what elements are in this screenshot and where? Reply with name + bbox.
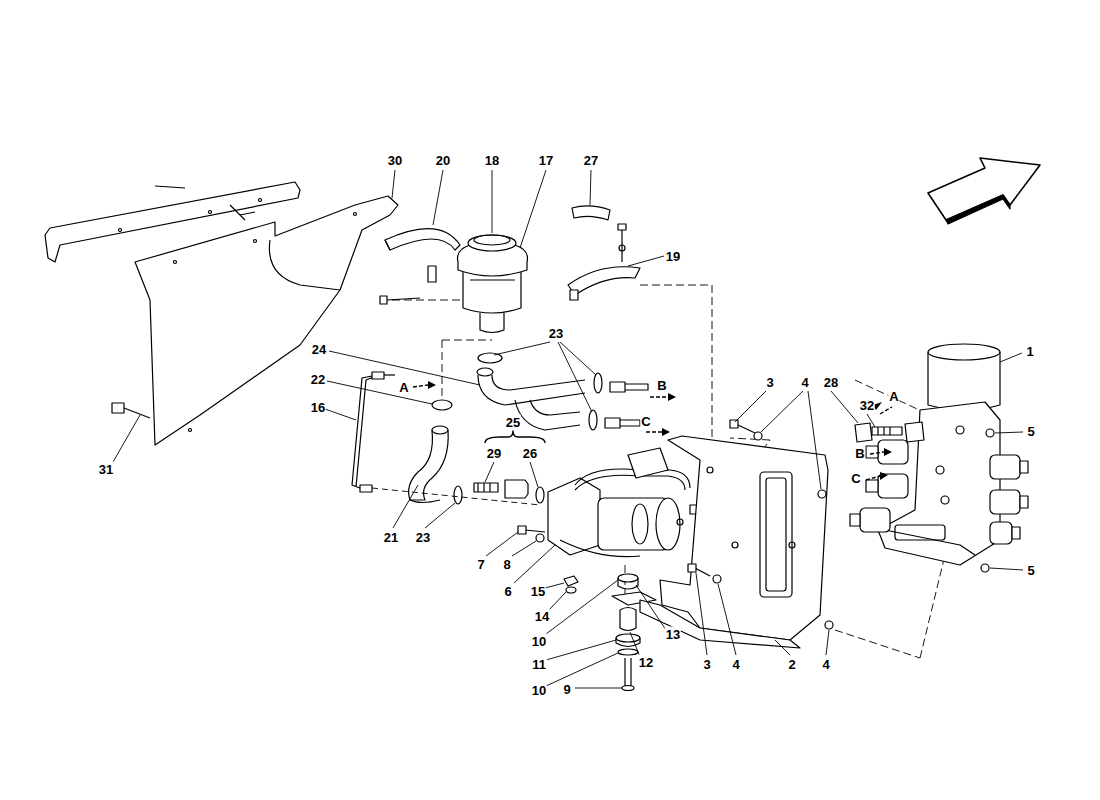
callout-number: 7 — [476, 557, 485, 572]
callout-number: 29 — [486, 446, 502, 461]
callout-number: 12 — [638, 655, 654, 670]
callout-number: 24 — [311, 342, 327, 357]
callout-number: C — [640, 414, 651, 429]
callout-number: 10 — [531, 683, 547, 698]
callout-number: 17 — [538, 153, 554, 168]
callout-number: 9 — [562, 682, 571, 697]
callout-number: 16 — [310, 400, 326, 415]
callout-number: 15 — [530, 584, 546, 599]
callout-number: 19 — [665, 249, 681, 264]
callout-number: 5 — [1026, 563, 1035, 578]
callout-number: 18 — [484, 153, 500, 168]
callout-number: 5 — [1026, 424, 1035, 439]
callout-number: 4 — [731, 657, 740, 672]
callout-number: 25 — [505, 415, 521, 430]
callout-number: 2 — [787, 657, 796, 672]
callout-number: 23 — [548, 326, 564, 341]
callout-number: A — [888, 389, 899, 404]
callout-number: 32 — [859, 398, 875, 413]
callout-number: 13 — [665, 627, 681, 642]
callout-number: B — [656, 378, 667, 393]
callout-number: C — [850, 471, 861, 486]
callout-number: A — [398, 380, 409, 395]
callout-number: 8 — [502, 557, 511, 572]
callout-number: 27 — [583, 153, 599, 168]
callout-number: 3 — [765, 375, 774, 390]
callout-number: 30 — [387, 153, 403, 168]
callout-number: 22 — [310, 372, 326, 387]
callout-number: 21 — [383, 530, 399, 545]
callout-number: 4 — [821, 657, 830, 672]
callout-number: 14 — [534, 609, 550, 624]
callout-number: 10 — [531, 634, 547, 649]
callout-number: 23 — [415, 530, 431, 545]
callout-number: 11 — [531, 657, 547, 672]
callout-number: 4 — [800, 375, 809, 390]
callout-number: 1 — [1025, 344, 1034, 359]
callout-number: 3 — [702, 657, 711, 672]
callout-number: 31 — [98, 462, 114, 477]
callout-number: 20 — [435, 153, 451, 168]
callout-number: 26 — [522, 446, 538, 461]
callout-number: 6 — [503, 584, 512, 599]
callout-number: 28 — [823, 375, 839, 390]
callout-number: B — [854, 446, 865, 461]
